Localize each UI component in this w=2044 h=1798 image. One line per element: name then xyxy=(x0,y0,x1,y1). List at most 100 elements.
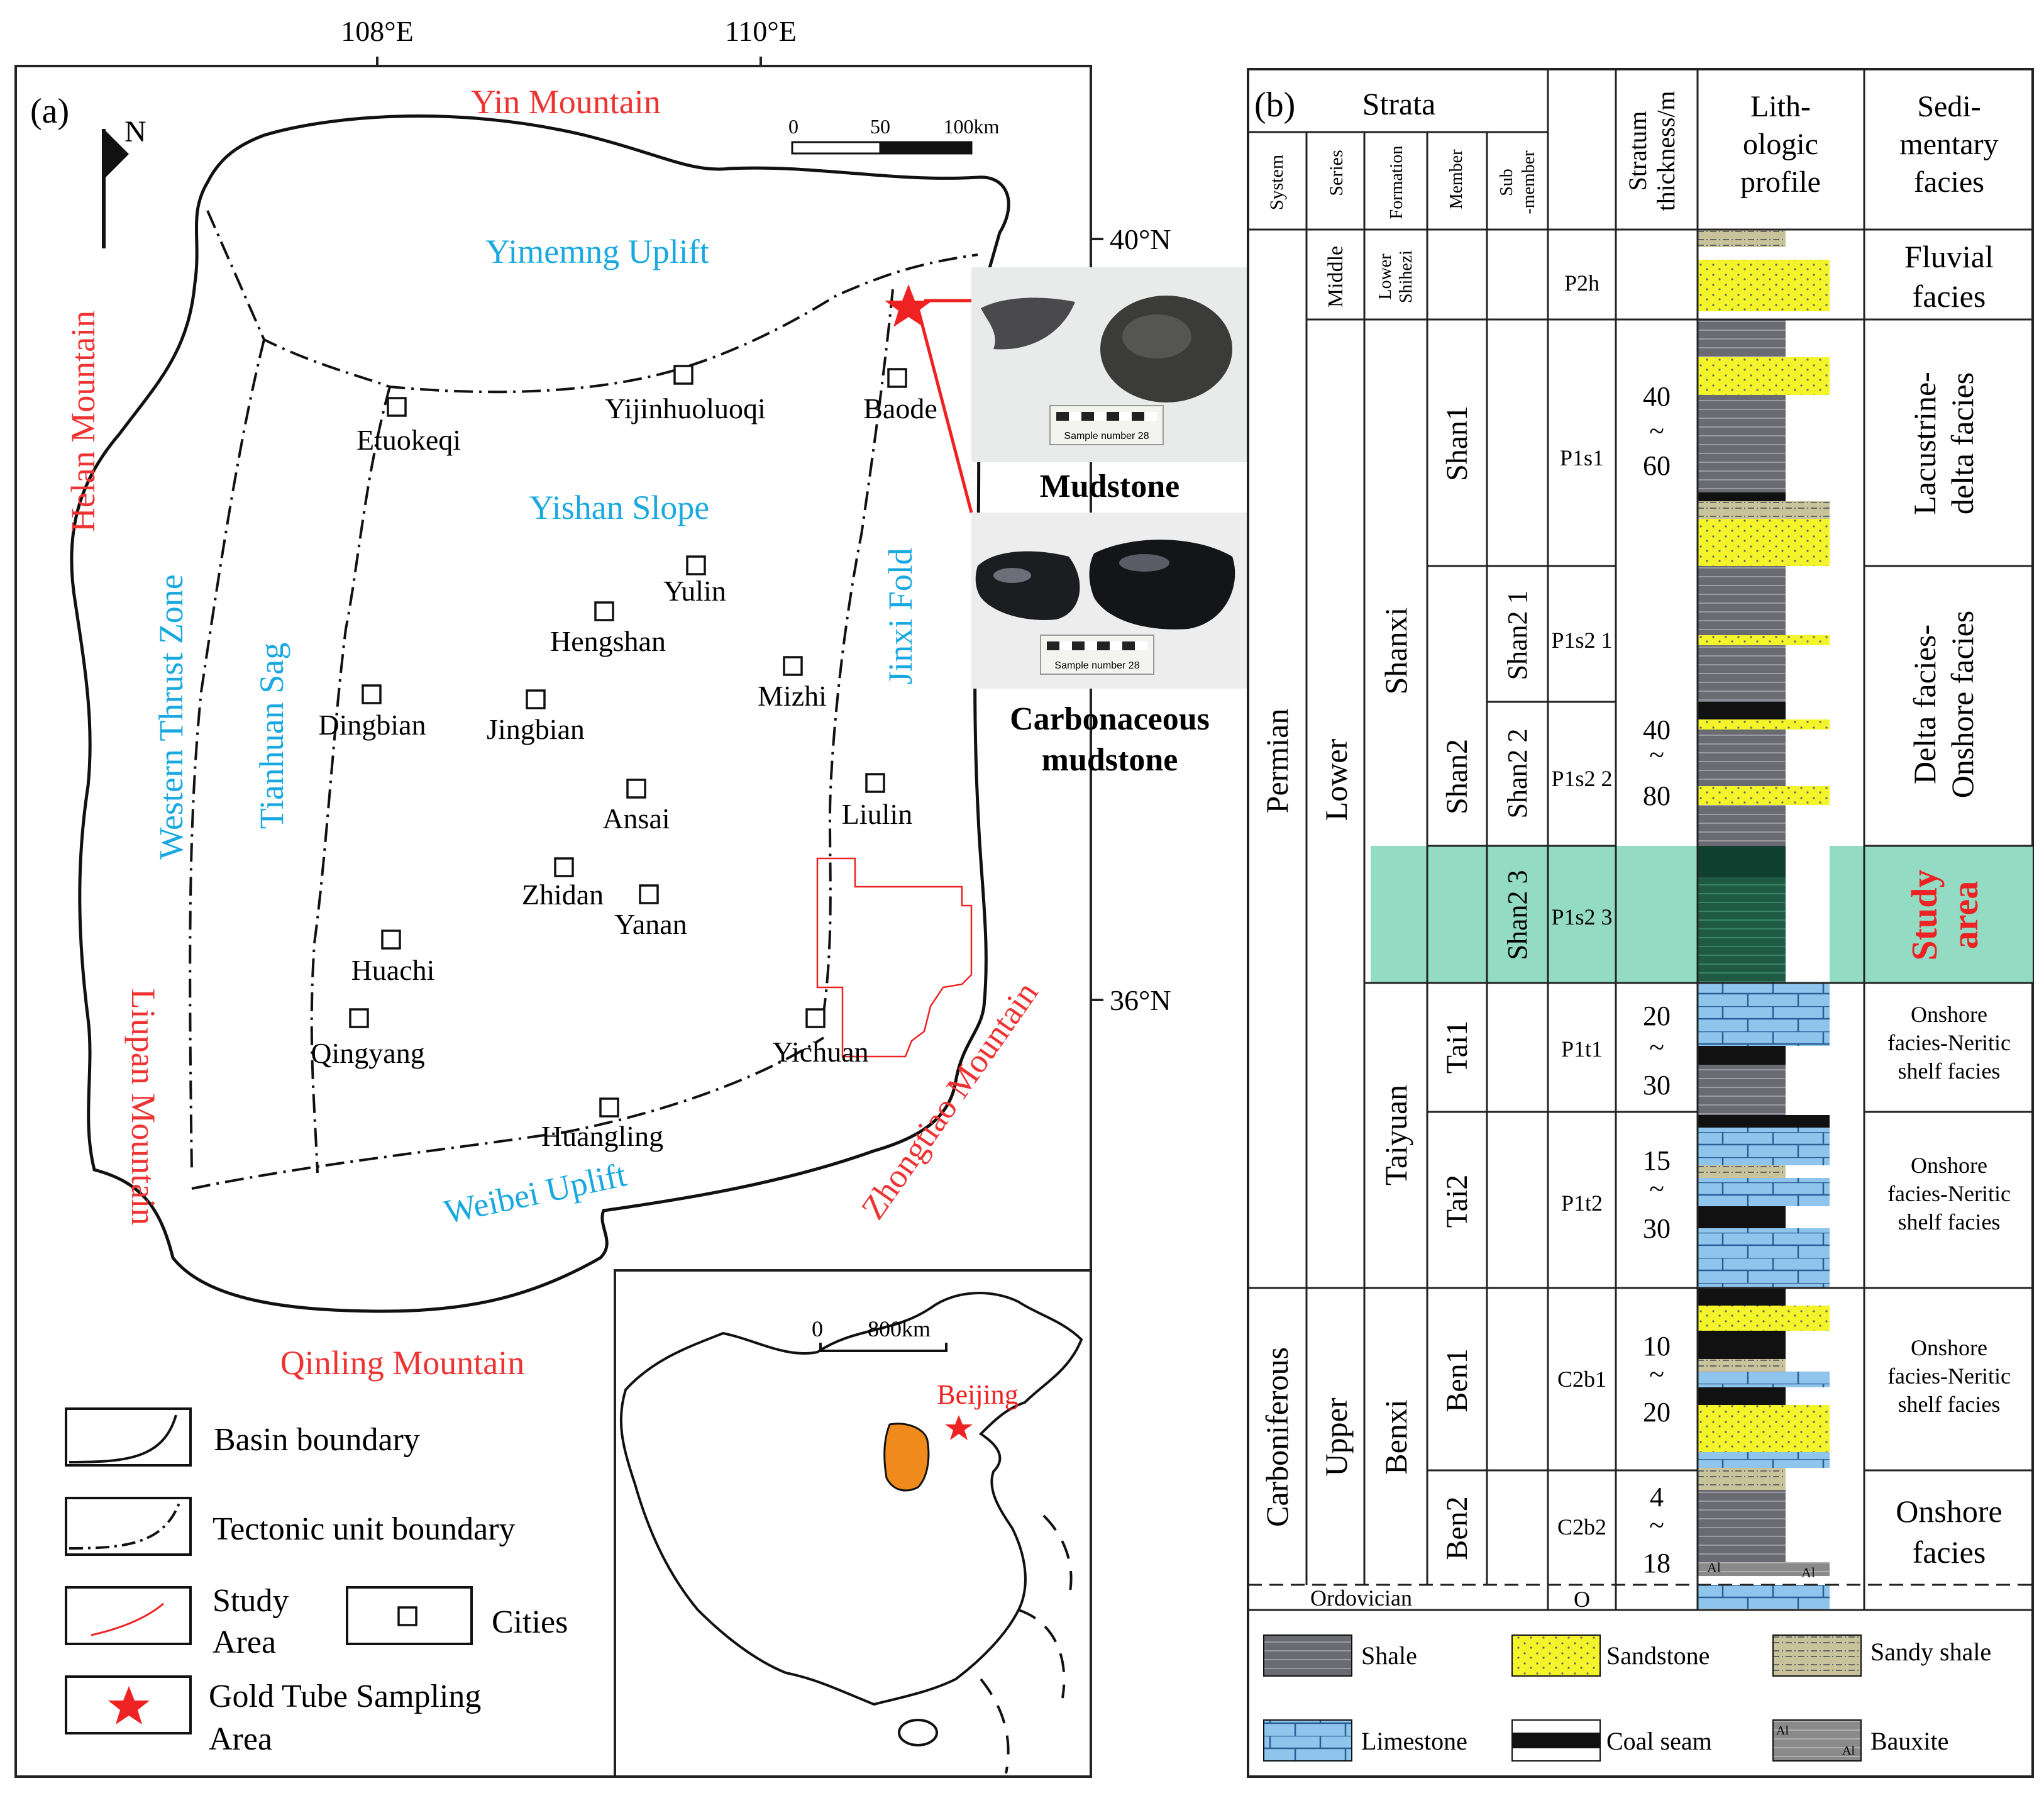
lon-label-108: 108°E xyxy=(341,15,414,47)
svg-text:C2b2: C2b2 xyxy=(1557,1514,1606,1540)
lat-label-36: 36°N xyxy=(1110,984,1171,1016)
svg-text:System: System xyxy=(1266,155,1287,210)
city-ansai: Ansai xyxy=(602,779,670,835)
city-zhidan: Zhidan xyxy=(522,857,604,911)
svg-text:~: ~ xyxy=(1649,416,1664,447)
svg-text:Lith-: Lith- xyxy=(1750,90,1811,123)
svg-text:20: 20 xyxy=(1643,1001,1671,1031)
svg-text:Yichuan: Yichuan xyxy=(772,1036,868,1068)
svg-text:Study: Study xyxy=(213,1583,289,1619)
svg-text:Cities: Cities xyxy=(492,1604,568,1640)
svg-text:Onshore: Onshore xyxy=(1896,1494,2002,1529)
sample-connector-2 xyxy=(916,308,973,513)
city-qingyang: Qingyang xyxy=(311,1008,425,1069)
svg-text:Baode: Baode xyxy=(863,392,937,425)
cities: Etuokeqi Yijinhuoluoqi Baode Yulin Hengs… xyxy=(311,365,937,1152)
svg-text:Al: Al xyxy=(1842,1744,1855,1758)
study-area-facies-2: area xyxy=(1945,881,1986,949)
strata-header: Strata xyxy=(1362,86,1436,121)
svg-text:Hengshan: Hengshan xyxy=(550,625,666,657)
svg-text:Dingbian: Dingbian xyxy=(318,709,426,741)
yimeng-uplift-label: Yimemng Uplift xyxy=(485,233,709,270)
city-dingbian: Dingbian xyxy=(318,684,426,741)
svg-text:facies: facies xyxy=(1913,279,1986,314)
lithology-legend: Shale Sandstone Sandy shale Limestone Co… xyxy=(1263,1634,1991,1762)
svg-text:Sub: Sub xyxy=(1497,169,1516,196)
svg-text:Onshore: Onshore xyxy=(1911,1153,1987,1178)
svg-text:60: 60 xyxy=(1643,450,1671,481)
lat-label-40: 40°N xyxy=(1110,223,1171,255)
scale-bar: 0 50 100km xyxy=(788,115,1000,155)
svg-text:facies: facies xyxy=(1914,165,1984,199)
sampling-star-icon xyxy=(885,284,932,327)
svg-text:thickness/m: thickness/m xyxy=(1652,91,1680,211)
formation-shihezi-1: Lower xyxy=(1376,253,1395,300)
panel-b-label: (b) xyxy=(1254,86,1295,125)
member-ben1: Ben1 xyxy=(1440,1348,1474,1412)
svg-text:P2h: P2h xyxy=(1564,270,1599,296)
svg-text:P1t1: P1t1 xyxy=(1561,1036,1603,1062)
shanxi-province-shape xyxy=(883,1423,930,1492)
formation-benxi: Benxi xyxy=(1378,1399,1413,1474)
svg-text:Bauxite: Bauxite xyxy=(1870,1727,1948,1755)
zhongtiao-mountain-label: Zhongtiao Mountain xyxy=(854,975,1046,1226)
map-legend: Basin boundary Tectonic unit boundary St… xyxy=(65,1407,568,1757)
svg-text:facies: facies xyxy=(1913,1534,1986,1570)
submember-shan2-2: Shan2 2 xyxy=(1502,729,1533,819)
city-baode: Baode xyxy=(863,368,937,425)
svg-text:10: 10 xyxy=(1643,1331,1671,1362)
basin-boundary xyxy=(70,114,1010,1313)
city-huachi: Huachi xyxy=(351,930,434,986)
svg-text:Limestone: Limestone xyxy=(1361,1727,1467,1755)
yishan-slope-label: Yishan Slope xyxy=(529,489,710,526)
svg-text:40: 40 xyxy=(1643,714,1671,745)
carbonaceous-label-1: Carbonaceous xyxy=(1010,701,1210,737)
system-carboniferous: Carboniferous xyxy=(1259,1347,1295,1527)
yin-mountain-label: Yin Mountain xyxy=(471,83,661,121)
svg-text:Gold Tube Sampling: Gold Tube Sampling xyxy=(209,1679,481,1714)
sample-tag-2: Sample number 28 xyxy=(1054,660,1139,671)
svg-text:Coal seam: Coal seam xyxy=(1606,1727,1712,1755)
formation-taiyuan: Taiyuan xyxy=(1378,1085,1413,1185)
svg-text:Sedi-: Sedi- xyxy=(1917,90,1980,123)
svg-text:Basin boundary: Basin boundary xyxy=(214,1422,420,1458)
svg-text:ologic: ologic xyxy=(1743,128,1818,161)
panel-b: Al Al xyxy=(1247,68,2034,1778)
lon-label-110: 110°E xyxy=(725,15,797,47)
svg-text:Sandy shale: Sandy shale xyxy=(1870,1638,1991,1666)
member-shan2: Shan2 xyxy=(1440,739,1474,814)
city-yanan: Yanan xyxy=(614,884,687,940)
svg-text:Member: Member xyxy=(1447,149,1466,209)
city-jingbian: Jingbian xyxy=(487,689,585,745)
city-etuokeqi: Etuokeqi xyxy=(356,397,461,456)
svg-text:80: 80 xyxy=(1643,780,1671,811)
beijing-star-icon xyxy=(945,1415,973,1440)
series-upper: Upper xyxy=(1318,1397,1354,1476)
city-yijinhuoluoqi: Yijinhuoluoqi xyxy=(605,365,766,425)
western-thrust-zone-label: Western Thrust Zone xyxy=(152,574,190,860)
panel-a: (a) 108°E 110°E 40°N 36°N N 0 50 100km xyxy=(14,15,1248,1778)
svg-text:18: 18 xyxy=(1643,1548,1671,1579)
svg-text:Shale: Shale xyxy=(1361,1641,1417,1670)
svg-text:30: 30 xyxy=(1643,1213,1671,1244)
svg-text:Onshore facies: Onshore facies xyxy=(1945,611,1980,799)
qinling-mountain-label: Qinling Mountain xyxy=(280,1344,525,1382)
svg-text:0: 0 xyxy=(812,1316,823,1341)
svg-text:Stratum: Stratum xyxy=(1623,111,1652,191)
svg-text:P1s2 3: P1s2 3 xyxy=(1551,904,1612,930)
inset-map: Beijing 0 800km xyxy=(614,1269,1092,1778)
system-ordovician: Ordovician xyxy=(1310,1585,1412,1611)
svg-text:shelf facies: shelf facies xyxy=(1898,1058,2001,1084)
svg-text:Qingyang: Qingyang xyxy=(311,1037,424,1069)
strata-columns: Permian Carboniferous Middle Lower Upper… xyxy=(1259,246,1533,1611)
svg-text:Yanan: Yanan xyxy=(614,908,687,940)
thickness-values: 40 ~ 60 40 ~ 80 20 ~ 30 15 ~ 30 10 ~ 20 … xyxy=(1643,381,1671,1579)
sedimentary-facies: Fluvial facies Lacustrine- delta facies … xyxy=(1887,239,2011,1570)
city-yulin: Yulin xyxy=(663,555,726,607)
svg-text:800km: 800km xyxy=(868,1316,931,1341)
svg-text:Formation: Formation xyxy=(1387,146,1406,219)
svg-text:Yijinhuoluoqi: Yijinhuoluoqi xyxy=(605,392,766,425)
svg-text:shelf facies: shelf facies xyxy=(1898,1209,2001,1235)
svg-text:20: 20 xyxy=(1643,1397,1671,1428)
north-arrow: N xyxy=(102,115,146,248)
